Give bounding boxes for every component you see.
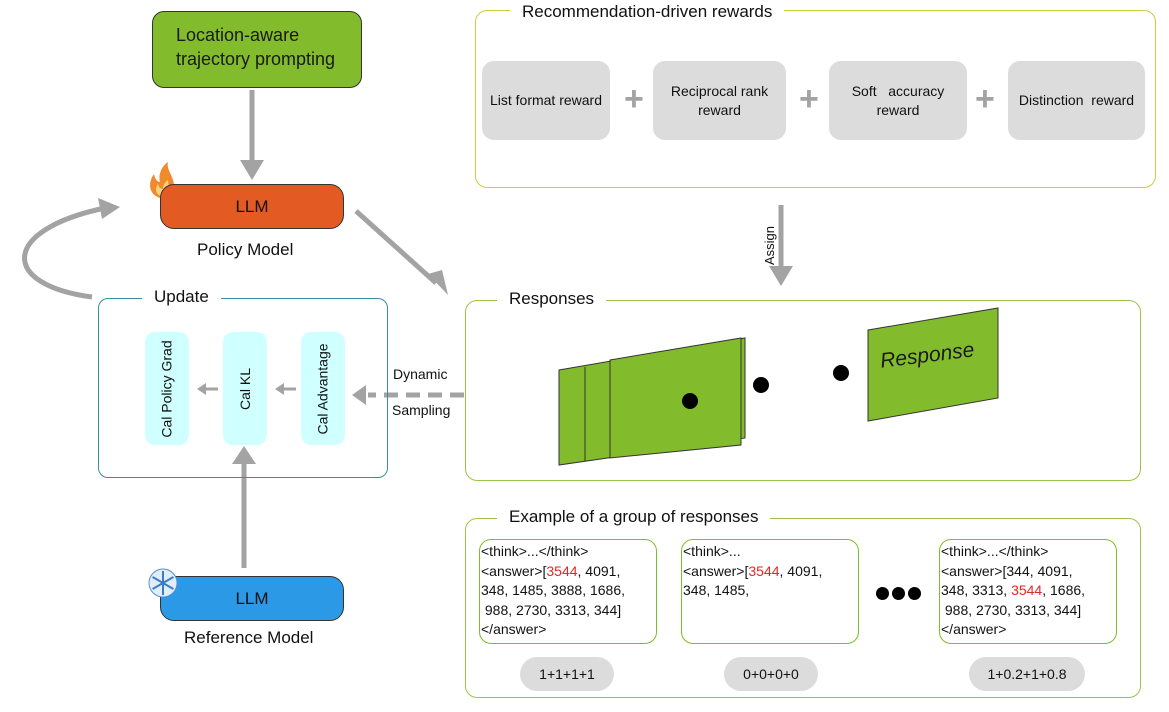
ellipsis-dot [892,587,905,600]
dot [833,365,849,381]
prompt-line-2: trajectory prompting [176,49,336,69]
ellipsis-dot [876,587,889,600]
card-2-rest: , 4091, 348, 1485, [683,562,823,599]
example-card-2: <think>... <answer>[3544, 4091, 348, 148… [681,539,859,644]
reward-soft-accuracy-line2: reward [876,101,920,118]
snowflake-icon [148,568,178,598]
score-3-text: 1+0.2+1+0.8 [987,666,1067,682]
reference-llm: LLM [160,576,344,621]
reward-soft-accuracy: Soft accuracy reward [829,61,967,140]
reference-model-caption: Reference Model [184,628,314,647]
card-3-think: <think>...</think> [941,543,1049,559]
reward-distinction: Distinction reward [1008,61,1145,140]
rewards-frame [475,10,1156,188]
score-2-text: 0+0+0+0 [743,666,799,682]
prompt-box [152,11,362,88]
examples-title: Example of a group of responses [497,507,771,527]
sampling-label: Sampling [392,402,451,418]
reward-list-format: List format reward [482,61,610,140]
dynamic-label: Dynamic [393,366,448,382]
policy-llm: LLM [160,184,344,229]
prompt-line-1: Location-aware [176,25,300,45]
reward-reciprocal-rank-line1: Reciprocal rank [670,82,769,99]
reward-soft-accuracy-line1: Soft accuracy [851,82,945,99]
cal-policy-grad: Cal Policy Grad [145,332,189,445]
cal-kl-label: Cal KL [237,367,253,410]
plus-sign: + [799,80,819,118]
arrow-advantage-to-kl [275,383,296,395]
arrow-dynamic-sampling [352,385,464,405]
reference-llm-label: LLM [235,588,269,608]
assign-label-wrap: Assign [760,226,780,266]
plus-sign: + [975,80,995,118]
reward-reciprocal-rank: Reciprocal rank reward [653,61,786,140]
example-card-1: <think>...</think> <answer>[3544, 4091, … [479,539,657,644]
card-3-highlight: 3544 [1011,582,1043,598]
policy-model-caption: Policy Model [197,240,294,259]
reward-distinction-line1: Distinction reward [1018,92,1135,108]
update-frame [98,298,388,478]
arrow-reference-to-kl [232,446,256,568]
score-1-text: 1+1+1+1 [539,666,595,682]
ellipsis-dot [908,587,921,600]
example-card-3: <think>...</think> <answer>[344, 4091, 3… [939,539,1117,644]
update-title: Update [142,287,221,307]
responses-frame [465,300,1141,481]
cal-advantage-label: Cal Advantage [315,342,332,435]
responses-title: Responses [497,289,607,309]
assign-label: Assign [762,225,778,266]
arrow-prompt-to-policy [240,90,264,180]
card-1-highlight: 3544 [546,562,578,579]
card-2-answer-open: <answer>[ [683,562,749,579]
score-badge-2: 0+0+0+0 [724,657,818,691]
examples-frame [465,518,1141,698]
arrow-kl-to-grad [197,383,218,395]
arrow-update-loop [22,198,120,300]
card-2-highlight: 3544 [748,562,780,579]
plus-sign: + [624,80,644,118]
card-1-answer-open: <answer>[ [481,562,547,579]
rewards-title: Recommendation-driven rewards [510,2,785,22]
reward-list-format-line1: List format reward [489,92,603,108]
reward-reciprocal-rank-line2: reward [698,101,741,118]
cal-advantage: Cal Advantage [301,332,345,445]
score-badge-3: 1+0.2+1+0.8 [969,657,1085,691]
response-stack [558,337,746,466]
responses-illustration [558,307,999,466]
prompt-text: Location-aware trajectory prompting [176,23,335,71]
cal-kl: Cal KL [223,332,267,445]
card-1-rest: , 4091, 348, 1485, 3888, 1686, 988, 2730… [481,562,626,638]
arrow-policy-to-responses [354,209,448,295]
score-badge-1: 1+1+1+1 [520,657,614,691]
card-3-rest: , 1686, 988, 2730, 3313, 344] </answer> [941,582,1086,637]
policy-llm-label: LLM [235,196,269,216]
card-1-think: <think>...</think> [481,543,589,559]
card-3-answer-open: <answer>[344, 4091, 348, 3313, [941,562,1073,599]
response-card [867,307,999,422]
dot [682,393,698,409]
dot [753,377,769,393]
card-2-think: <think>... [683,543,741,559]
arrow-assign [769,205,793,286]
cal-policy-grad-label: Cal Policy Grad [159,339,176,438]
